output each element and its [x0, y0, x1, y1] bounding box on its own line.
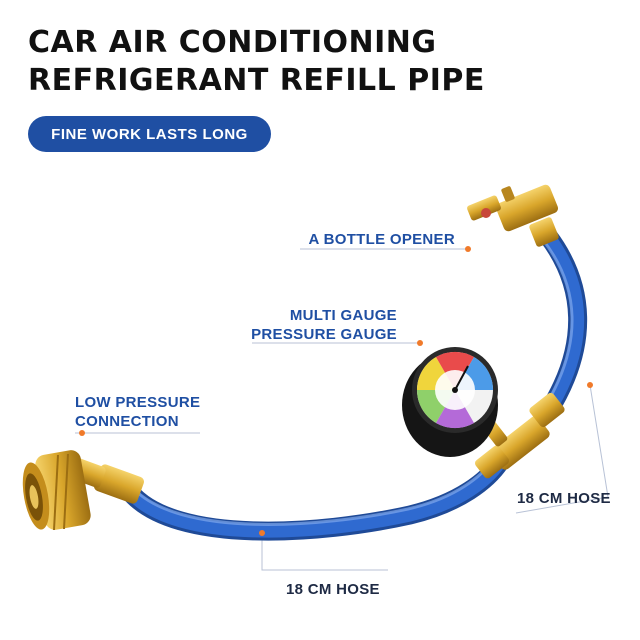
callout-low-pressure-line-1: LOW PRESSURE — [75, 394, 201, 411]
callout-lines — [75, 248, 609, 571]
callout-low-pressure: LOW PRESSURE CONNECTION — [75, 393, 200, 431]
marker-low-pressure — [79, 430, 85, 436]
hose-bottom-leader — [261, 533, 388, 571]
title-line-1: CAR AIR CONDITIONING — [28, 25, 437, 60]
page-title: CAR AIR CONDITIONING REFRIGERANT REFILL … — [28, 24, 485, 100]
callout-low-pressure-line-2: CONNECTION — [75, 413, 179, 430]
callout-gauge-line-2: PRESSURE GAUGE — [251, 326, 397, 343]
hose-right-leader — [515, 384, 609, 514]
marker-hose-right — [587, 382, 593, 388]
callout-hose-right: 18 CM HOSE — [517, 490, 611, 507]
marker-gauge — [417, 340, 423, 346]
title-line-2: REFRIGERANT REFILL PIPE — [28, 63, 485, 98]
callout-bottle-opener: A BOTTLE OPENER — [308, 231, 455, 248]
callout-hose-bottom: 18 CM HOSE — [286, 581, 380, 598]
marker-hose-bottom — [259, 530, 265, 536]
tagline-badge: FINE WORK LASTS LONG — [28, 116, 271, 152]
marker-bottle-opener — [465, 246, 471, 252]
callout-gauge: MULTI GAUGE PRESSURE GAUGE — [240, 306, 397, 344]
pressure-gauge — [402, 347, 498, 457]
quick-coupler — [22, 450, 144, 531]
callout-markers — [79, 246, 593, 536]
bottle-opener-valve — [467, 184, 559, 247]
callout-gauge-line-1: MULTI GAUGE — [289, 307, 397, 324]
